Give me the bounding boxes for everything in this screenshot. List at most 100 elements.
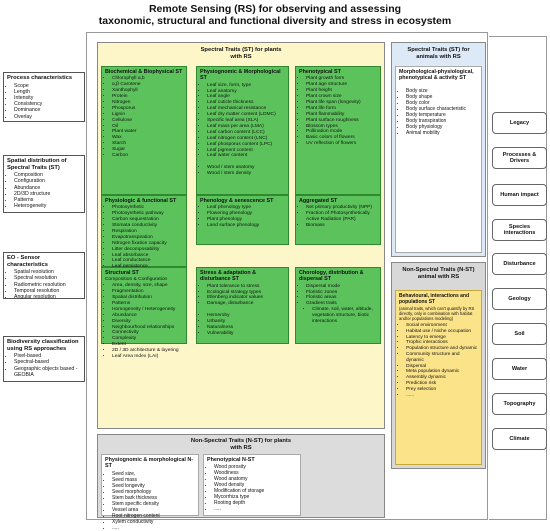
pheno-nst-heading: Phenotypical N-ST: [207, 457, 255, 463]
list-item: Configuration: [14, 178, 81, 184]
chorology-box: Chorology, distribution & dispersal ST D…: [295, 267, 381, 344]
phenology-list: Leaf phenology typeFlowering phenologyPl…: [200, 205, 285, 229]
biochemical-box: Biochemical & Biophysical ST Chlorophyll…: [101, 66, 187, 195]
list-item: Abundance: [112, 313, 183, 319]
physio-morph-heading: Physiognomic & Morphological ST: [200, 69, 281, 82]
structural-heading: Structural ST: [105, 270, 139, 276]
plants-nst-heading: Non-Spectral Traits (N-ST) for plants wi…: [190, 438, 292, 451]
list-item: Plant life span (longevity): [306, 100, 377, 106]
list-item: Seed size,: [112, 471, 195, 477]
spatial-list: CompositionConfigurationAbundance2D/3D s…: [7, 172, 81, 209]
list-item: Leaf Area Index (LAI): [112, 354, 183, 360]
list-item: Community structure and dynamic: [406, 352, 478, 364]
physio-morph-list: Leaf size, form, typeLeaf anatomyLeaf an…: [200, 83, 285, 178]
list-item: Root nitrogen content: [112, 513, 195, 519]
process-heading: Process characteristics: [7, 75, 73, 81]
title-line-1: Remote Sensing (RS) for observing and as…: [148, 3, 402, 15]
list-item: Scope: [14, 83, 81, 89]
chorology-list: Dispersal modeFloristic zonesFloristic a…: [299, 284, 377, 308]
list-item: Plant growth form: [306, 76, 377, 82]
list-item: Flowering phenology: [207, 211, 285, 217]
list-item: Body temperature: [406, 112, 478, 118]
list-item: Animal mobility: [406, 130, 478, 136]
list-item: Cellulose: [112, 118, 183, 124]
factor-topography: Topography: [492, 393, 547, 415]
list-item: Meta population dynamic: [406, 369, 478, 375]
list-item: Wax: [112, 135, 183, 141]
diagram-frame: [86, 32, 488, 520]
list-item: Seed mass: [112, 477, 195, 483]
list-item: Stomata conductivity: [112, 223, 183, 229]
list-item: Prediction risk: [406, 381, 478, 387]
list-item: Leaf absorbance: [112, 253, 183, 259]
aggregated-box: Aggregated ST Net primary productivity (…: [295, 195, 381, 245]
list-item: .....: [112, 525, 195, 531]
list-item: Floristic areas: [306, 295, 377, 301]
process-list: ScopeLengthIntensityConsistencyDominance…: [7, 83, 81, 120]
structural-intro: Composition & Configuration: [105, 277, 168, 283]
list-item: Evapotranspiration: [112, 235, 183, 241]
list-item: Prey selection: [406, 387, 478, 393]
list-item: Body size: [406, 88, 478, 94]
factor-water: Water: [492, 358, 547, 380]
phenology-heading: Phenology & senescence ST: [200, 198, 274, 204]
spatial-distribution-box: Spatial distribution of Spectral Traits …: [3, 155, 85, 213]
list-item: Connectivity: [112, 330, 183, 336]
list-item: Trophic interactions: [406, 340, 478, 346]
list-item: Temporal resolution: [14, 288, 81, 294]
list-item: Spatial resolution: [14, 269, 81, 275]
list-item: Plant tolerance to stress: [207, 284, 285, 290]
list-item: Mycorrhiza type: [214, 494, 297, 500]
list-item: Area, density, size, shape: [112, 283, 183, 289]
list-item: Biomass: [306, 223, 377, 229]
list-item: Leaf water content: [207, 153, 285, 159]
pheno-nst-box: Phenotypical N-ST Wood porosityWoodiness…: [203, 454, 301, 516]
animals-nst-heading: Non-Spectral Traits (N-ST) animal with R…: [402, 267, 475, 280]
list-item: Spectral resolution: [14, 275, 81, 281]
list-item: Composition: [14, 172, 81, 178]
list-item: Starch: [112, 141, 183, 147]
list-item: Plant phenology: [207, 217, 285, 223]
list-item: Pixel-based: [14, 353, 81, 359]
list-item: Sugar: [112, 147, 183, 153]
list-item: Gradient traits: [306, 301, 377, 307]
chorology-sub-list: Climate, soil, water, altitude, vegetati…: [299, 307, 377, 325]
list-item: Stem specific density: [112, 501, 195, 507]
list-item: Heterogeneity: [14, 203, 81, 209]
list-item: Angular resolution: [14, 294, 81, 300]
list-item: Dispersal: [406, 364, 478, 370]
list-item: Wood / stem density: [207, 171, 285, 177]
factor-climate: Climate: [492, 428, 547, 450]
list-item: Leaf pigment content: [207, 148, 285, 154]
physio-nst-box: Physiognomic & morphological N-ST Seed s…: [101, 454, 199, 531]
list-item: Specific leaf area (SLA): [207, 118, 285, 124]
list-item: Patterns: [14, 197, 81, 203]
list-item: Body physiology: [406, 124, 478, 130]
biodiversity-classification-box: Biodiversity classification using RS app…: [3, 336, 85, 382]
factor-processes-drivers: Processes & Drivers: [492, 147, 547, 169]
list-item: Carbon: [112, 153, 183, 159]
list-item: Litter decomposability: [112, 247, 183, 253]
list-item: Body transpiration: [406, 118, 478, 124]
factor-geology: Geology: [492, 288, 547, 310]
list-item: Plant flammability: [306, 112, 377, 118]
pheno-nst-list: Wood porosityWoodinessWood anatomyWood d…: [207, 464, 297, 512]
spatial-heading: Spatial distribution of Spectral Traits …: [7, 158, 67, 171]
list-item: α,β Carotene: [112, 82, 183, 88]
animals-nst-list: Social environmentHabitat use / Niche oc…: [399, 323, 478, 398]
factor-species-interactions: Species interactions: [492, 219, 547, 241]
list-item: Stem bark thickness: [112, 495, 195, 501]
stress-list: Plant tolerance to stressEcological stra…: [200, 284, 285, 337]
list-item: Spatial distribution: [112, 295, 183, 301]
list-item: Leaf mechanical resistance: [207, 106, 285, 112]
animals-st-heading: Spectral Traits (ST) for animals with RS: [407, 47, 470, 60]
list-item: Vulnerability: [207, 331, 285, 337]
process-characteristics-box: Process characteristics ScopeLengthInten…: [3, 72, 85, 122]
list-item: Leaf angle: [207, 94, 285, 100]
list-item: Overlay: [14, 114, 81, 120]
list-item: Wood density: [214, 482, 297, 488]
list-item: 2D/3D structure: [14, 191, 81, 197]
list-item: Dominance: [14, 107, 81, 113]
list-item: Xylem conductivity: [112, 519, 195, 525]
list-item: Land surface phenology: [207, 223, 285, 229]
